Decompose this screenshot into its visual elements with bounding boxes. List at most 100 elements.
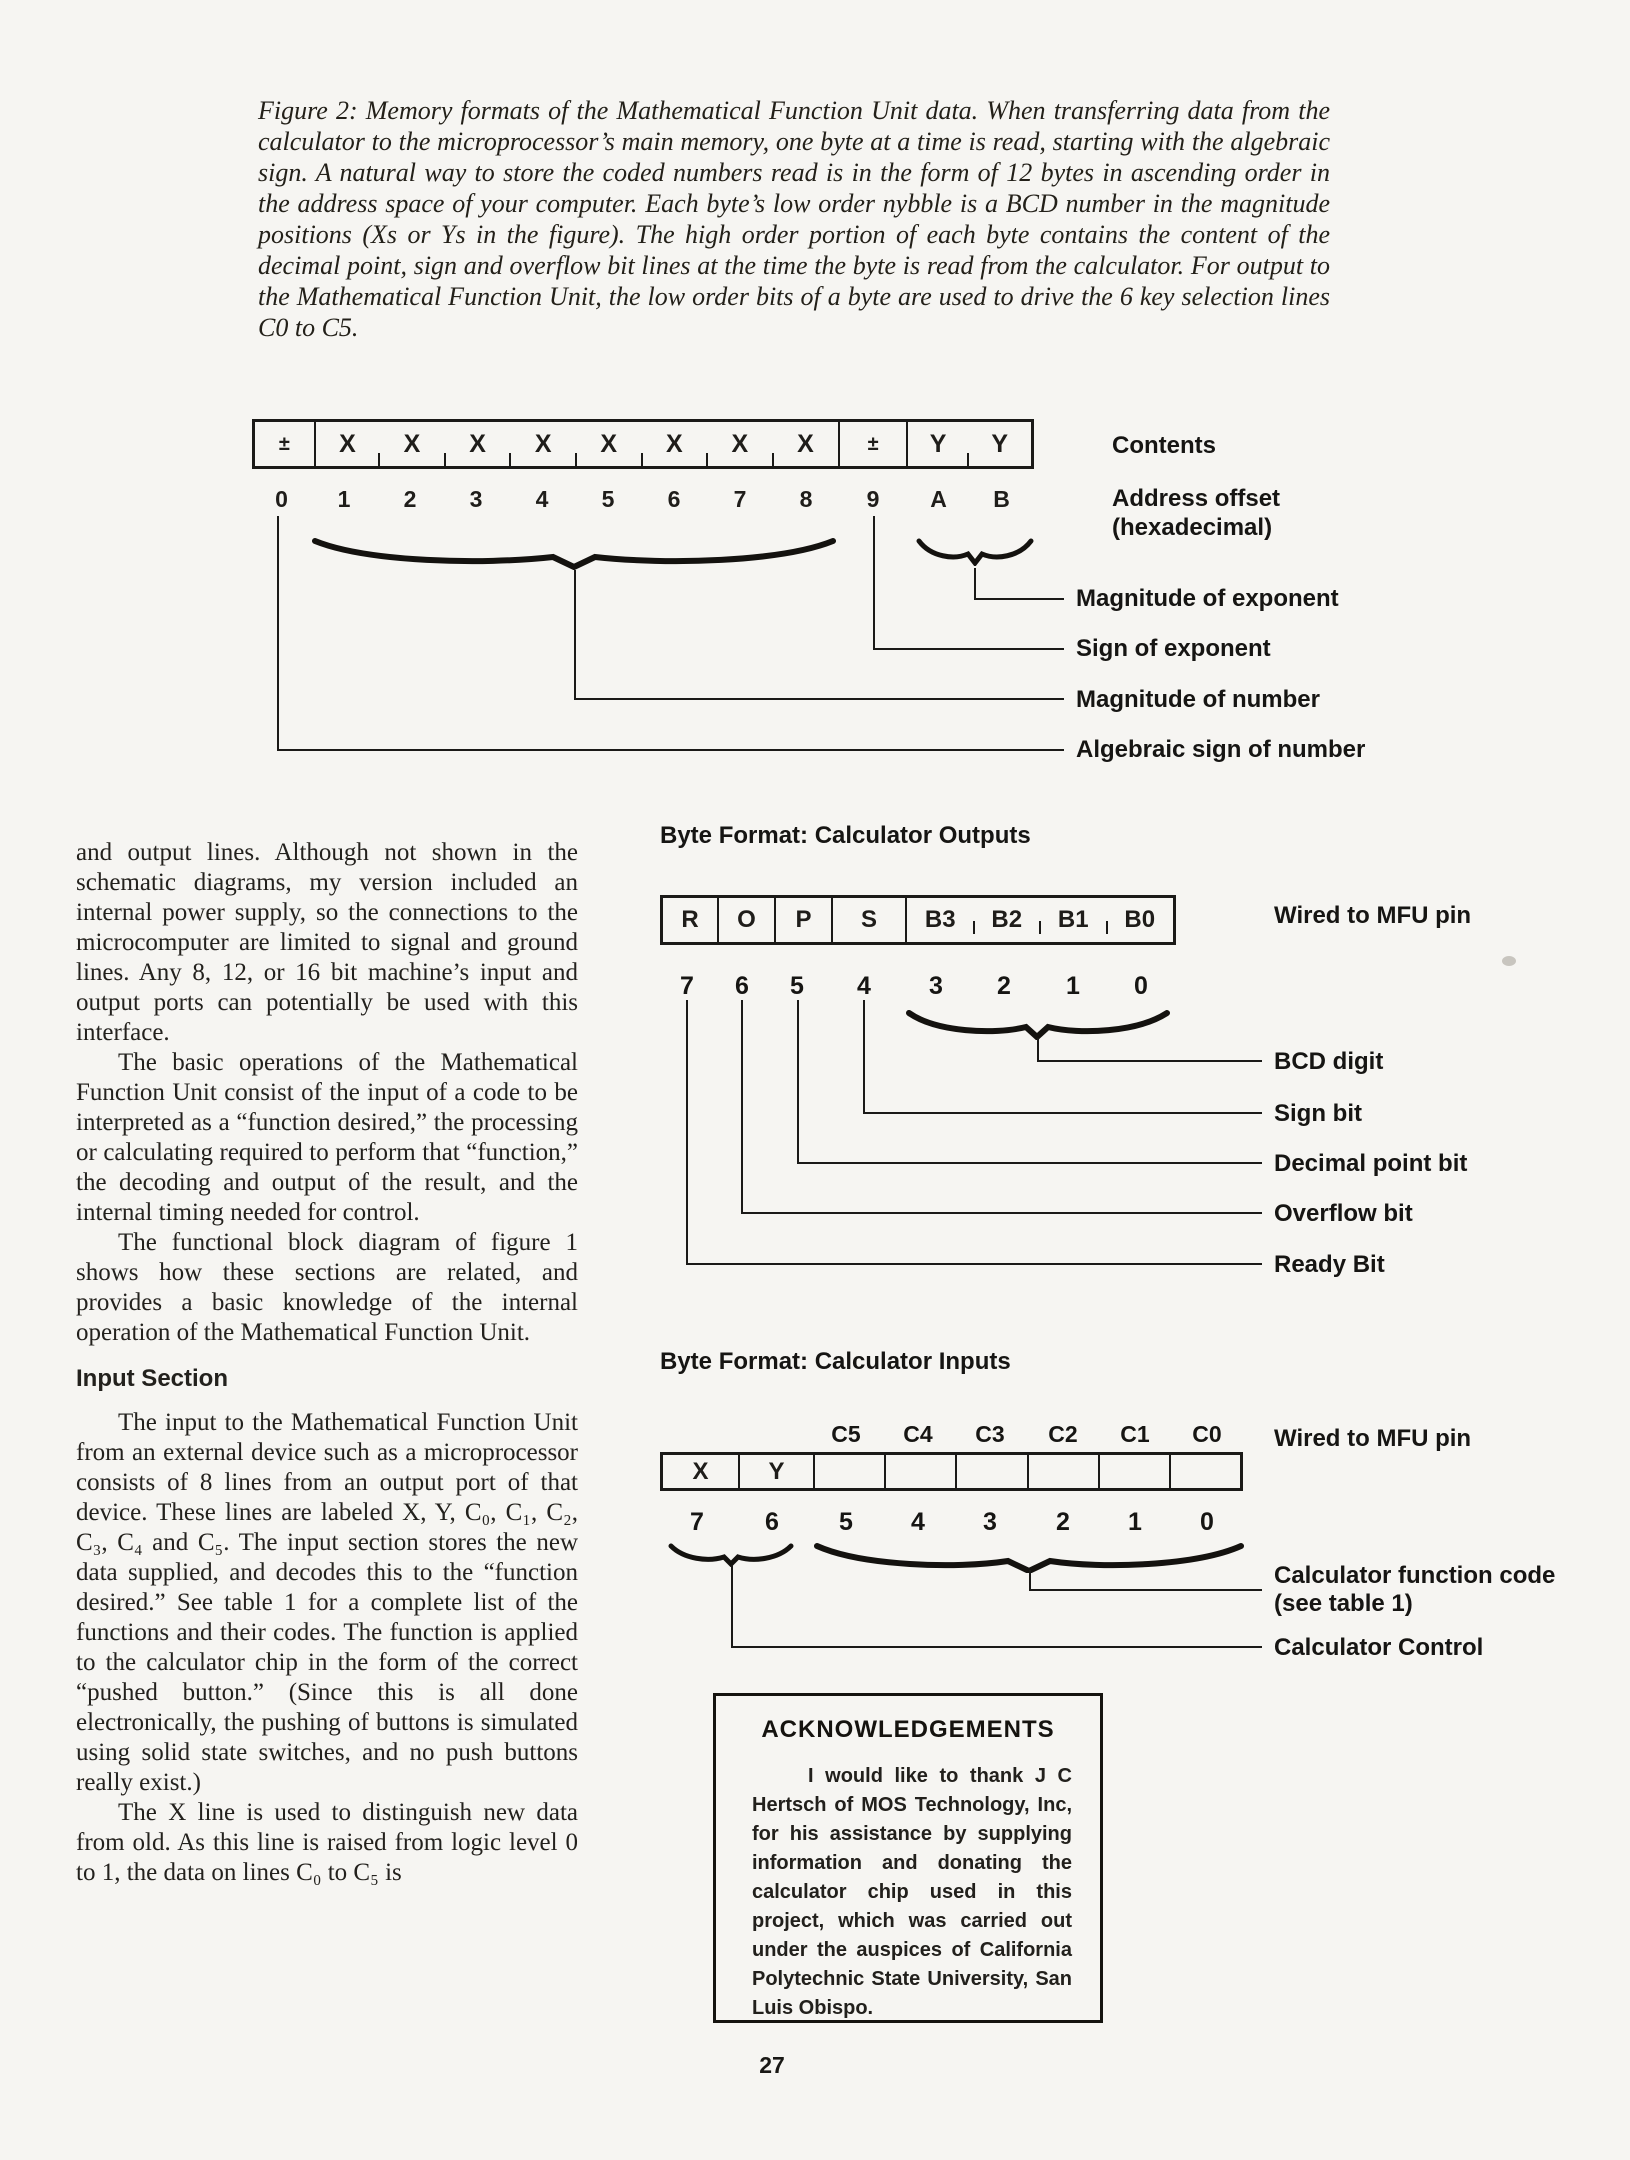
memory-cell-x7: X xyxy=(706,422,773,466)
memory-cell-x3: X xyxy=(443,422,511,466)
outputs-heading: Byte Format: Calculator Outputs xyxy=(660,822,1031,849)
output-cell-b0: B0 xyxy=(1105,906,1174,934)
connector-line xyxy=(574,698,1064,700)
inputs-heading: Byte Format: Calculator Inputs xyxy=(660,1348,1011,1375)
connector-line xyxy=(741,1000,743,1214)
input-bit: 7 xyxy=(690,1508,704,1536)
connector-line xyxy=(1037,1038,1039,1062)
offset-digit: 6 xyxy=(667,486,681,512)
label-see-table-1: (see table 1) xyxy=(1274,1590,1413,1617)
brace-function-code xyxy=(814,1543,1244,1573)
output-bit: 7 xyxy=(680,972,694,1000)
address-offset-row: 0 1 2 3 4 5 6 7 8 9 A B xyxy=(252,486,1034,513)
input-pin: C1 xyxy=(1120,1421,1150,1447)
input-bit: 6 xyxy=(765,1508,779,1536)
memory-cell-exp-sign: ± xyxy=(838,422,906,466)
offset-digit: 9 xyxy=(866,486,880,512)
input-cell-c5 xyxy=(813,1455,884,1488)
output-cell-bcd: B3 B2 B1 B0 xyxy=(905,898,1173,942)
output-cell-p: P xyxy=(774,898,831,942)
memory-cell-sign: ± xyxy=(278,432,290,455)
brace-bcd-digit xyxy=(906,1010,1170,1040)
input-cell-c4 xyxy=(884,1455,955,1488)
label-decimal-bit: Decimal point bit xyxy=(1274,1150,1468,1177)
connector-line xyxy=(1029,1589,1262,1591)
input-pin: C3 xyxy=(975,1421,1005,1447)
input-pin: C2 xyxy=(1048,1421,1078,1447)
connector-line xyxy=(873,516,875,650)
input-cell-y: Y xyxy=(738,1455,813,1488)
connector-line xyxy=(731,1565,733,1648)
input-pin: C5 xyxy=(831,1421,861,1447)
label-function-code: Calculator function code xyxy=(1274,1562,1556,1589)
article-paragraph: The input to the Mathematical Function U… xyxy=(76,1409,578,1796)
connector-line xyxy=(686,1263,1262,1265)
offset-digit: A xyxy=(930,486,947,512)
input-pin: C0 xyxy=(1192,1421,1222,1447)
page-number: 27 xyxy=(759,2052,785,2078)
label-contents: Contents xyxy=(1112,432,1216,459)
connector-line xyxy=(863,1000,865,1114)
output-cell-b2: B2 xyxy=(972,906,1041,934)
connector-line xyxy=(974,598,1064,600)
label-magnitude-of-exponent: Magnitude of exponent xyxy=(1076,585,1339,612)
output-bit: 1 xyxy=(1066,972,1080,1000)
acknowledgements-title: ACKNOWLEDGEMENTS xyxy=(761,1716,1055,1743)
input-cell-c2 xyxy=(1026,1455,1098,1488)
connector-line xyxy=(277,749,1064,751)
offset-digit: 4 xyxy=(535,486,549,512)
input-bit: 0 xyxy=(1200,1508,1214,1536)
connector-line xyxy=(1029,1570,1031,1591)
input-bit: 5 xyxy=(839,1508,853,1536)
output-cell-r: R xyxy=(681,906,699,933)
memory-cell-x1: X xyxy=(313,422,380,466)
brace-magnitude-of-exponent xyxy=(916,538,1034,566)
offset-digit: 5 xyxy=(601,486,615,512)
label-ready-bit: Ready Bit xyxy=(1274,1251,1385,1278)
input-bit: 3 xyxy=(983,1508,997,1536)
output-bit: 3 xyxy=(929,972,943,1000)
article-paragraph: The basic operations of the Mathematical… xyxy=(76,1049,578,1226)
input-bit: 2 xyxy=(1056,1508,1070,1536)
output-bit: 5 xyxy=(790,972,804,1000)
input-bit: 4 xyxy=(911,1508,925,1536)
scan-speck xyxy=(1502,956,1516,966)
label-algebraic-sign: Algebraic sign of number xyxy=(1076,736,1366,763)
memory-cell-x8: X xyxy=(771,422,839,466)
brace-calculator-control xyxy=(668,1543,794,1567)
connector-line xyxy=(1037,1060,1262,1062)
article-paragraph: The X line is used to distinguish new da… xyxy=(76,1799,578,1886)
connector-line xyxy=(863,1112,1262,1114)
label-overflow-bit: Overflow bit xyxy=(1274,1200,1413,1227)
offset-digit: 8 xyxy=(799,486,813,512)
label-sign-bit: Sign bit xyxy=(1274,1100,1362,1127)
acknowledgements-body: I would like to thank J C Hertsch of MOS… xyxy=(752,1765,1072,2019)
label-magnitude-of-number: Magnitude of number xyxy=(1076,686,1320,713)
inputs-wired-label: Wired to MFU pin xyxy=(1274,1425,1472,1452)
label-address-offset: Address offset xyxy=(1112,485,1281,512)
label-bcd-digit: BCD digit xyxy=(1274,1048,1384,1075)
output-cell-s: S xyxy=(831,898,905,942)
connector-line xyxy=(574,570,576,700)
section-heading-input-section: Input Section xyxy=(76,1365,228,1392)
figure-caption: Figure 2: Memory formats of the Mathemat… xyxy=(258,96,1330,342)
input-bit: 1 xyxy=(1128,1508,1142,1536)
label-sign-of-exponent: Sign of exponent xyxy=(1076,635,1271,662)
connector-line xyxy=(873,648,1064,650)
label-calculator-control: Calculator Control xyxy=(1274,1634,1484,1661)
offset-digit: 0 xyxy=(275,486,288,512)
input-cell-c3 xyxy=(955,1455,1026,1488)
offset-digit: 7 xyxy=(733,486,747,512)
connector-line xyxy=(797,1162,1262,1164)
output-bit: 4 xyxy=(857,972,871,1000)
acknowledgements-box: ACKNOWLEDGEMENTS I would like to thank J… xyxy=(713,1693,1103,2023)
memory-cell-x2: X xyxy=(378,422,445,466)
output-bit: 2 xyxy=(997,972,1011,1000)
output-bit: 0 xyxy=(1134,972,1148,1000)
input-cell-c1 xyxy=(1097,1455,1169,1488)
memory-cell-x5: X xyxy=(574,422,642,466)
calculator-outputs-byte: R O P S B3 B2 B1 B0 xyxy=(660,895,1176,945)
article-column: and output lines. Although not shown in … xyxy=(76,838,578,1888)
connector-line xyxy=(974,568,976,600)
